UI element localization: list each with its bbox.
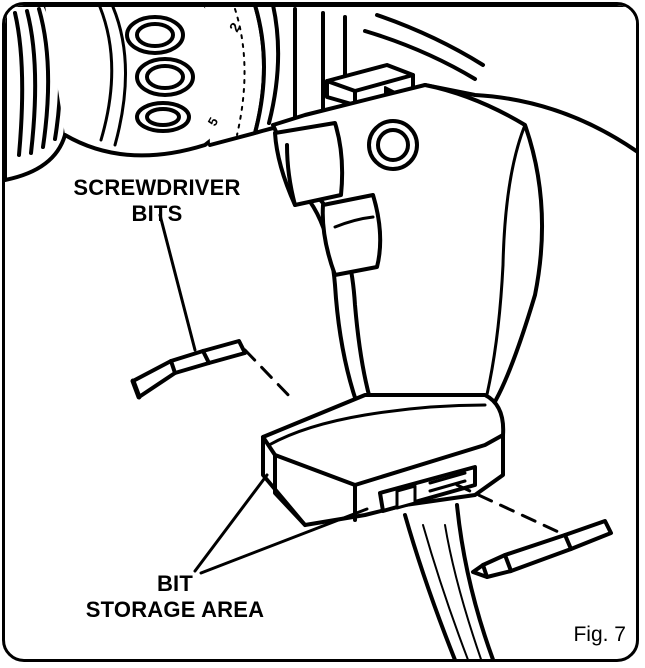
leader-screwdriver-bits [158, 213, 197, 352]
label-line: BITS [131, 201, 183, 226]
figure-caption: Fig. 7 [573, 623, 626, 646]
clutch-collar [43, 5, 239, 158]
bit-path-right [455, 483, 567, 537]
label-bit-storage-area: BIT STORAGE AREA [75, 571, 275, 623]
label-line: STORAGE AREA [85, 597, 265, 622]
label-line: BIT [156, 571, 194, 596]
phillips-bit [471, 519, 613, 579]
drill-illustration: 2 5 [5, 5, 636, 659]
battery-pack [403, 503, 495, 659]
slotted-bit [130, 339, 247, 400]
lock-button [367, 119, 419, 171]
bit-path-left [243, 348, 295, 402]
bit-storage-slot [378, 465, 477, 513]
leader-storage-a [193, 473, 269, 573]
leader-storage-b [199, 507, 369, 575]
label-line: SCREWDRIVER [73, 175, 241, 200]
trigger [273, 121, 383, 277]
label-screwdriver-bits: SCREWDRIVER BITS [57, 175, 257, 227]
figure-frame: 2 5 SCREWDRIVER BITS BIT STORAGE AREA Fi… [2, 2, 639, 662]
